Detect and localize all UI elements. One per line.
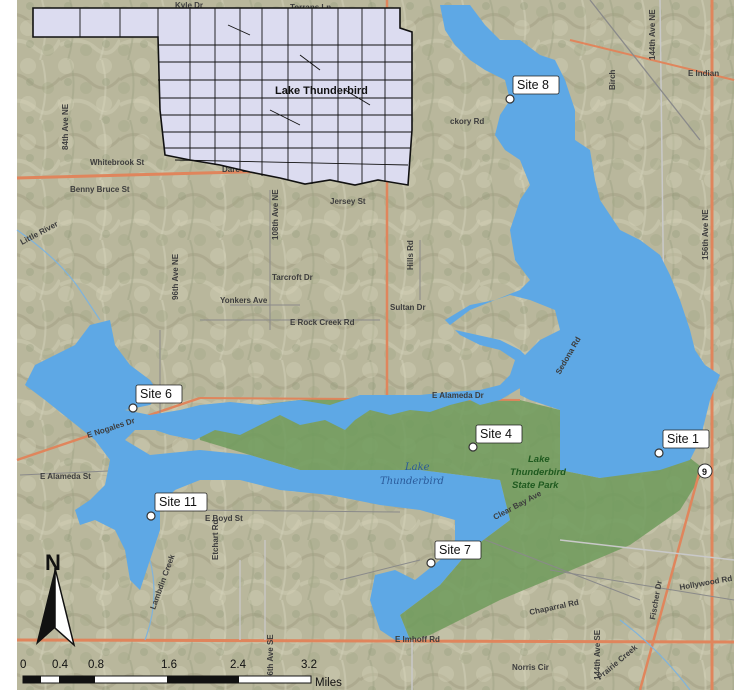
road-label: E Imhoff Rd (395, 635, 440, 644)
park-label-line2: Thunderbird (510, 467, 566, 478)
road-label: E Boyd St (205, 514, 243, 523)
road-label: E Alameda St (40, 472, 91, 481)
scale-tick: 2.4 (230, 659, 247, 671)
road-label: 144th Ave NE (648, 9, 657, 60)
road-label: Jersey St (330, 197, 366, 206)
road-label: 144th Ave SE (593, 629, 602, 680)
road-label: Yonkers Ave (220, 296, 268, 305)
site-4-marker[interactable]: Site 4 (468, 424, 523, 452)
road-label: Tarcroft Dr (272, 273, 313, 282)
scale-unit: Miles (315, 677, 342, 689)
road-label: E Rock Creek Rd (290, 318, 355, 327)
lake-thunderbird-water (25, 5, 720, 640)
road-label: 156th Ave NE (701, 209, 710, 260)
road-label: Whitebrook St (90, 158, 145, 167)
road-label: 84th Ave NE (61, 103, 70, 150)
highway-shield: 9 (697, 463, 713, 479)
site-label: Site 1 (667, 432, 699, 446)
road-label: Kyle Dr (175, 1, 203, 10)
svg-text:9: 9 (702, 467, 707, 477)
site-label: Site 8 (517, 78, 549, 92)
scale-tick: 3.2 (301, 659, 317, 671)
road-label: Norris Cir (512, 663, 549, 672)
oklahoma-inset-map: Lake Thunderbird (32, 7, 413, 186)
site-8-marker[interactable]: Site 8 (505, 75, 560, 104)
site-1-marker[interactable]: Site 1 (654, 429, 710, 458)
road-label: ckory Rd (450, 117, 484, 126)
site-label: Site 11 (159, 495, 197, 509)
site-label: Site 7 (439, 543, 471, 557)
road-label: Hills Rd (406, 240, 415, 270)
lake-label-line1: Lake (404, 462, 430, 473)
site-7-marker[interactable]: Site 7 (426, 540, 482, 568)
park-label-line1: Lake (528, 454, 550, 465)
site-label: Site 6 (140, 387, 172, 401)
site-markers: Site 8 Site 6 Site 4 Site 1 Site 11 Site… (128, 75, 710, 568)
scale-tick: 0.8 (88, 659, 104, 671)
site-11-marker[interactable]: Site 11 (146, 492, 208, 521)
scale-bar: 0 0.4 0.8 1.6 2.4 3.2 Miles (20, 659, 342, 689)
north-arrow: N (36, 550, 76, 648)
road-label: Etchart Rd (211, 519, 220, 560)
north-label: N (45, 550, 61, 575)
park-label-line3: State Park (512, 480, 559, 491)
road-label: E Alameda Dr (432, 391, 484, 400)
scale-tick: 1.6 (161, 659, 177, 671)
road-label: Birch (608, 69, 617, 90)
scale-tick: 0 (20, 659, 26, 671)
road-label: Benny Bruce St (70, 185, 130, 194)
site-label: Site 4 (480, 427, 512, 441)
scale-tick: 0.4 (52, 659, 69, 671)
road-label: 108th Ave NE (271, 189, 280, 240)
inset-lake-label: Lake Thunderbird (275, 85, 368, 97)
road-label: Sultan Dr (390, 303, 426, 312)
state-park-area (195, 395, 705, 640)
road-label: E Indian (688, 69, 719, 78)
site-6-marker[interactable]: Site 6 (128, 384, 183, 413)
road-label: 96th Ave SE (266, 634, 275, 680)
road-label: 96th Ave NE (171, 253, 180, 300)
lake-label-line2: Thunderbird (380, 476, 444, 487)
